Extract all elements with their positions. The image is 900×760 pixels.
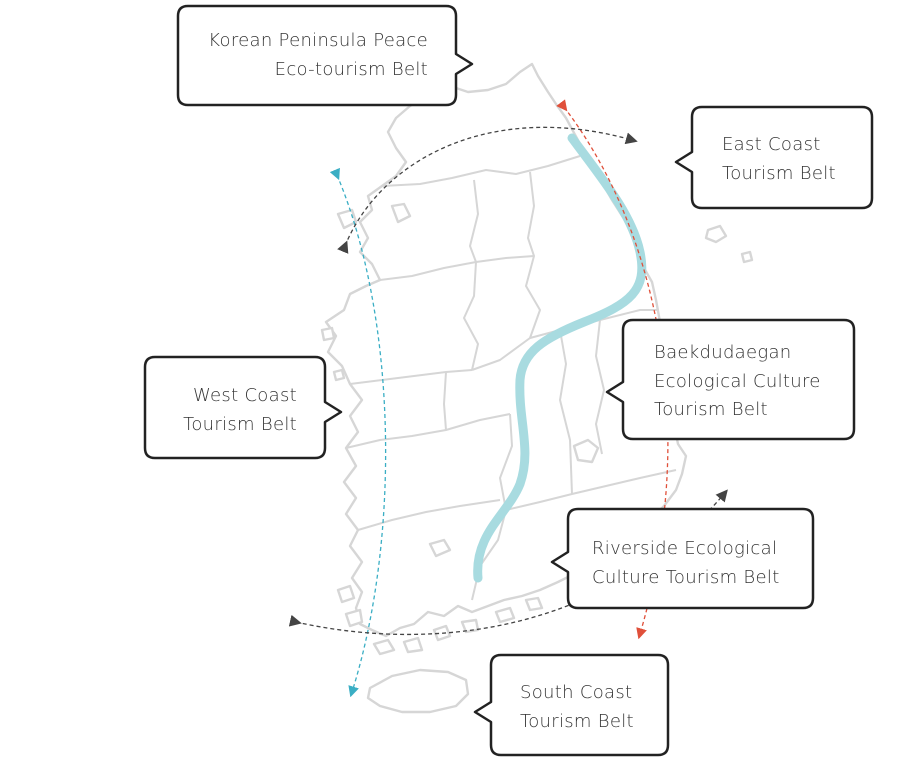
callout-text: Riverside Ecological [592, 538, 777, 559]
province-border [379, 255, 535, 281]
callout-south-coast: South Coast Tourism Belt [473, 653, 670, 757]
island [332, 368, 346, 382]
callout-box [550, 507, 815, 610]
island [372, 638, 396, 656]
callout-box [176, 4, 474, 107]
callout-text: Baekdudaegan [654, 342, 792, 363]
callout-text: Tourism Belt [520, 711, 634, 732]
island [402, 636, 424, 654]
callout-text: Tourism Belt [654, 399, 768, 420]
callout-box [674, 105, 874, 210]
dokdo-island [740, 250, 754, 264]
callout-text: Tourism Belt [722, 163, 836, 184]
callout-text: Eco-tourism Belt [275, 59, 428, 80]
callout-box [143, 355, 343, 460]
callout-text: West Coast [193, 385, 297, 406]
island [344, 608, 364, 628]
callout-text: East Coast [722, 134, 821, 155]
province-border [443, 371, 447, 431]
jeju-island [366, 668, 470, 714]
province-border [345, 413, 511, 449]
island [336, 208, 358, 230]
island [494, 606, 516, 624]
callout-text: Culture Tourism Belt [592, 567, 780, 588]
peace-belt-arrow [337, 126, 638, 254]
callout-box [473, 653, 670, 757]
callout-baekdudaegan: Baekdudaegan Ecological Culture Tourism … [605, 318, 856, 441]
callout-peace: Korean Peninsula Peace Eco-tourism Belt [176, 4, 474, 107]
callout-riverside: Riverside Ecological Culture Tourism Bel… [550, 507, 815, 610]
island [336, 584, 356, 604]
callout-text: Tourism Belt [183, 414, 297, 435]
callout-text: Korean Peninsula Peace [208, 30, 428, 51]
callout-text: Ecological Culture [654, 371, 821, 392]
callout-east-coast: East Coast Tourism Belt [674, 105, 874, 210]
island [524, 596, 544, 612]
ulleungdo-island [704, 224, 728, 244]
callout-box [605, 318, 856, 441]
province-border [349, 369, 473, 385]
callout-text: South Coast [520, 682, 632, 703]
island [320, 326, 336, 342]
callout-west-coast: West Coast Tourism Belt [143, 355, 343, 460]
